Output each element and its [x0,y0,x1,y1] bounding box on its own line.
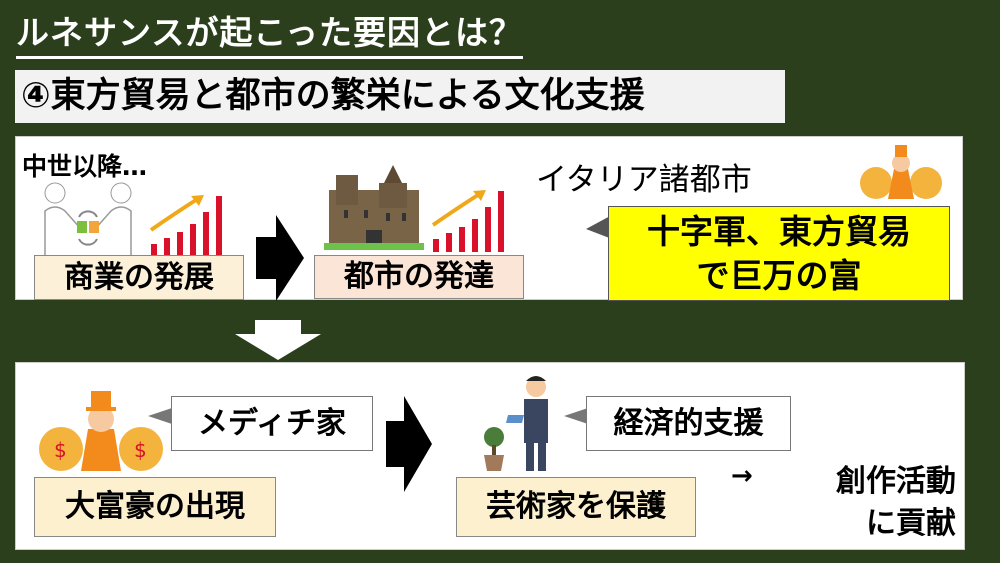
slide-subtitle: ④東方貿易と都市の繁栄による文化支援 [15,70,785,123]
callout-tail [148,408,172,424]
businessman-watering-icon [484,376,548,471]
callout-tail [586,215,612,239]
support-callout: 経済的支援 [586,396,791,451]
svg-text:$: $ [54,438,67,462]
slide-title: ルネサンスが起こった要因とは？ [16,6,524,59]
growth-chart-icon [149,195,222,257]
intro-text: 中世以降… [22,152,148,181]
callout-line: 十字軍、東方貿易 [647,212,911,251]
result-line: 創作活動 [836,464,956,499]
medici-callout: メディチ家 [171,396,373,451]
rich-box: 大富豪の出現 [34,477,276,537]
result-line: に貢献 [866,506,956,541]
result-arrow: → [731,461,753,491]
panel-trade: 中世以降… 商業の発展 都市の発達 イタリア諸都市 十字軍、東方貿易 で巨万の富 [15,136,963,301]
callout-line: で巨万の富 [696,256,862,295]
handshake-icon [44,182,132,256]
panel-patronage: $$ メディチ家 大富豪の出現 経済的支援 芸術家を保護 → 創作活動 に貢献 [15,362,965,550]
wealth-callout: 十字軍、東方貿易 で巨万の富 [608,206,950,301]
right-arrow-icon [386,396,432,492]
city-box: 都市の発達 [314,255,524,299]
castle-icon [324,165,424,250]
growth-chart-icon [431,190,504,252]
rich-man-icon: $$ [39,391,163,471]
svg-text:$: $ [134,438,147,462]
result-text: 創作活動 に貢献 [796,461,956,545]
patron-box: 芸術家を保護 [456,477,696,537]
right-arrow-icon [256,215,304,301]
down-arrow-icon [235,320,321,360]
rich-man-icon [860,145,942,199]
callout-tail [564,408,588,424]
commerce-box: 商業の発展 [34,255,244,300]
italy-label: イタリア諸都市 [536,162,752,198]
